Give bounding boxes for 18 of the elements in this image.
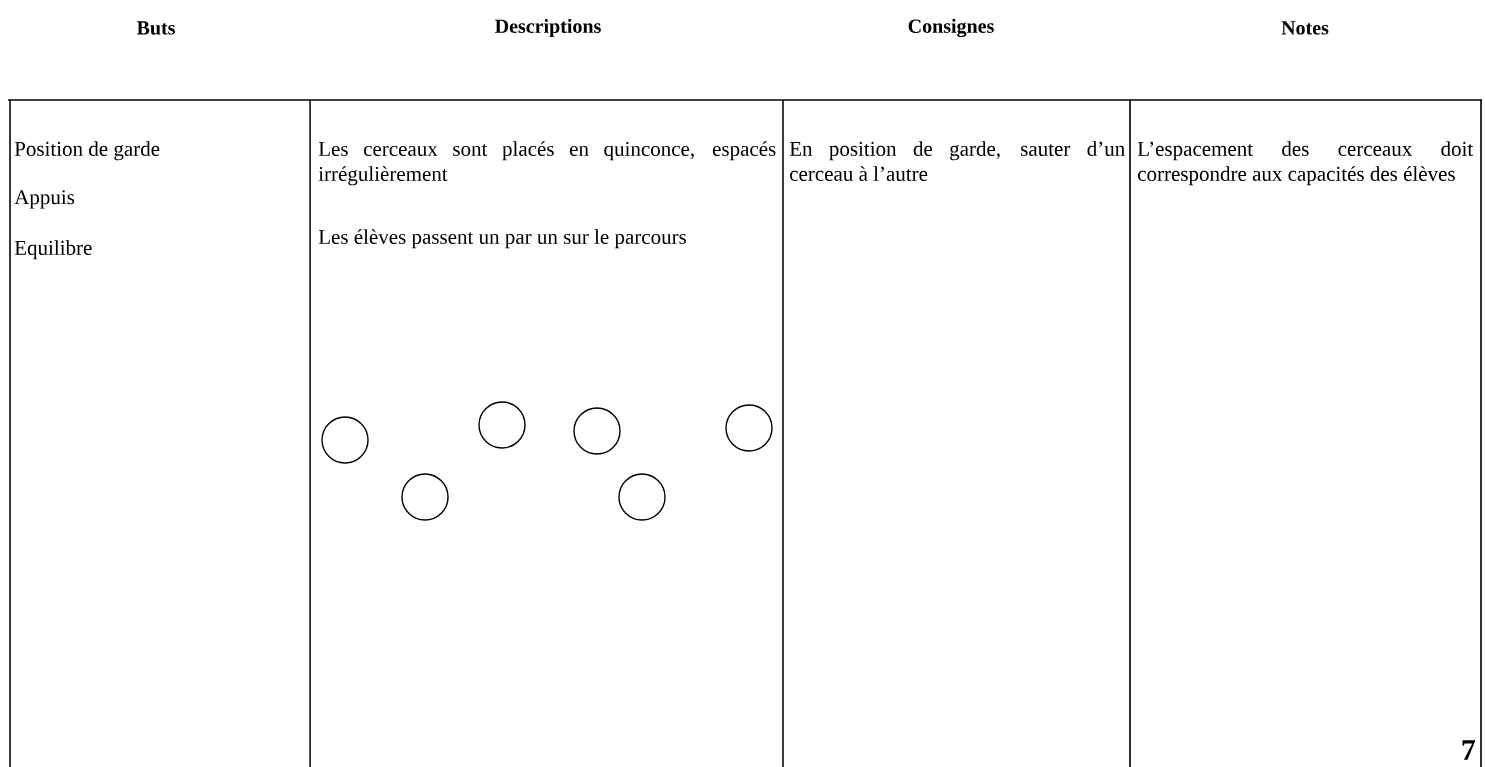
column-header: Consignes [908, 18, 994, 38]
hoop-circle [478, 401, 526, 449]
cell-text: Les cerceaux sont placés en quinconce, espacés irrégulièrement [318, 141, 776, 186]
cell-text: En position de garde, sauter d’un cerceau à l’autre [789, 141, 1125, 181]
hoop-circle [618, 473, 666, 521]
column-header: Buts [136, 21, 175, 35]
page-number: 7 [1462, 740, 1476, 760]
column-header: Descriptions [495, 18, 601, 38]
column-header: Notes [1281, 21, 1329, 35]
hoop-circle [725, 404, 773, 452]
hoop-circle [401, 473, 449, 521]
cell-text: L’espacement des cerceaux doit correspondre aux capacités des élèves [1137, 141, 1474, 186]
hoop-circle [321, 416, 369, 464]
hoop-circle [573, 407, 621, 455]
cell-text: Appuis [14, 190, 75, 209]
cell-text: Position de garde [14, 141, 160, 161]
cell-text: Equilibre [14, 240, 92, 260]
cell-text: Les élèves passent un par un sur le parcours [318, 229, 687, 249]
